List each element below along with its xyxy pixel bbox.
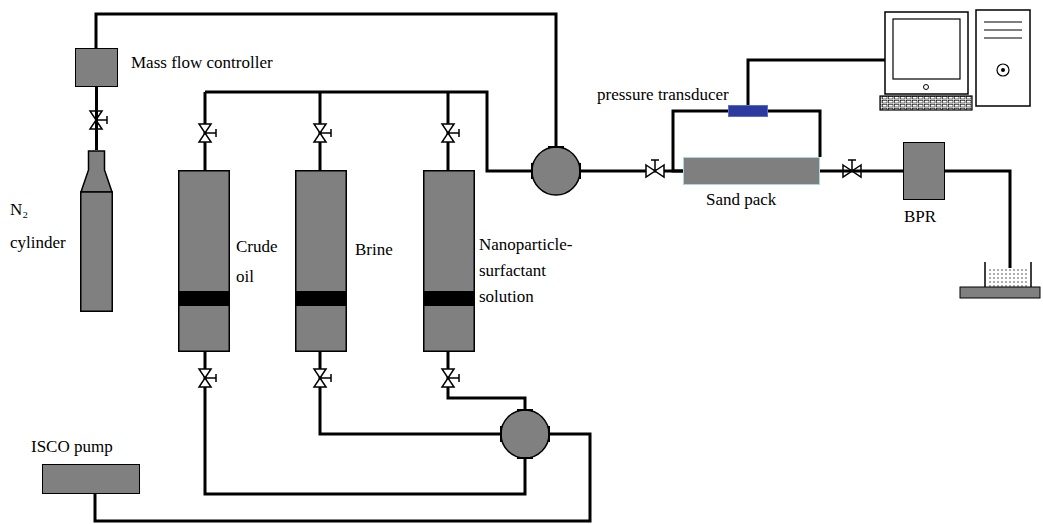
valve-symbol <box>314 369 331 387</box>
pipe <box>945 171 1010 282</box>
valve-symbol <box>442 124 459 142</box>
valve-symbol <box>199 124 216 142</box>
piston-cylinder-outline <box>295 170 347 352</box>
valve-symbol <box>442 369 459 387</box>
collection-beaker <box>960 262 1040 298</box>
gas-cylinder-outline <box>80 150 113 312</box>
gas-cylinder: N₂ cylinder <box>80 150 113 312</box>
component-label: Mass flow controller <box>131 53 273 73</box>
valve-symbol <box>314 124 331 142</box>
pipe <box>205 92 532 171</box>
pipe <box>205 92 448 170</box>
component-label: Nanoparticle-surfactant solution <box>479 232 583 310</box>
piston-cylinder-outline <box>178 170 230 352</box>
piston-cylinder-outline <box>423 170 475 352</box>
component-label: pressure transducer <box>597 85 729 105</box>
pipe-connector <box>768 111 820 157</box>
pump-box: ISCO pump <box>42 464 140 494</box>
valve-symbol <box>843 160 861 177</box>
pressure-transducer: pressure transducer <box>728 105 768 117</box>
back-pressure-regulator: BPR <box>903 142 945 200</box>
sand-pack: Sand pack <box>683 157 820 185</box>
piston-cylinder: Crude oil <box>178 170 230 352</box>
valve-symbol <box>199 369 216 387</box>
valve-symbol <box>90 111 107 129</box>
piston-cylinder: Nanoparticle-surfactant solution <box>423 170 475 352</box>
pipe <box>448 352 525 410</box>
pipe <box>580 170 683 173</box>
pipes <box>95 14 1010 521</box>
piston <box>296 291 347 306</box>
component-label: ISCO pump <box>31 437 113 457</box>
multiport-valve <box>501 410 549 458</box>
flow-controller-box: Mass flow controller <box>75 48 118 87</box>
computer <box>880 10 1030 110</box>
pipe <box>320 352 501 434</box>
pipe-connector <box>820 170 903 173</box>
signal-wire <box>748 60 885 106</box>
component-label: BPR <box>904 207 936 227</box>
pipe <box>205 352 525 494</box>
multiport-valve <box>532 147 580 195</box>
piston <box>424 291 475 306</box>
component-label: N₂ cylinder <box>10 193 76 259</box>
valves <box>90 111 861 387</box>
component-label: Brine <box>355 240 393 260</box>
pipe-connector <box>95 87 98 150</box>
valve-symbol <box>646 160 664 177</box>
component-label: Crude oil <box>236 232 288 292</box>
piston-cylinder: Brine <box>295 170 347 352</box>
component-label: Sand pack <box>706 190 776 210</box>
piston <box>179 291 230 306</box>
